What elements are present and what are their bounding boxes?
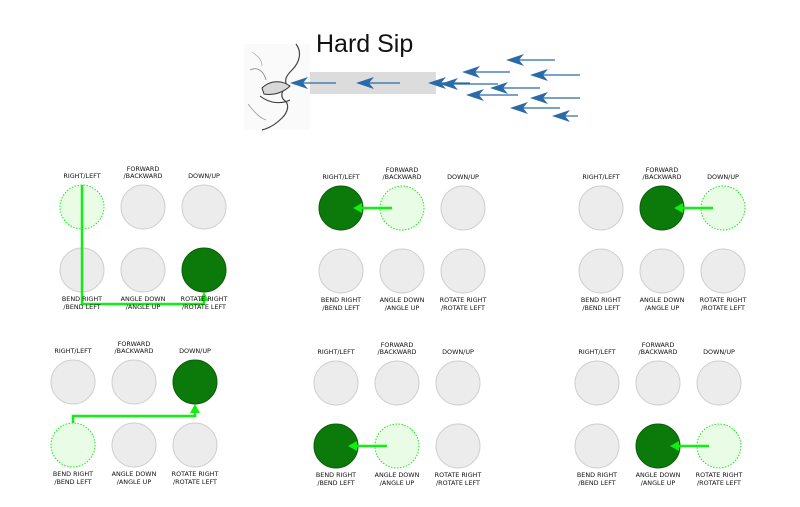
airflow-arrows	[290, 54, 580, 122]
airflow-arrow	[530, 92, 580, 104]
mode-button-label: DOWN/UP	[707, 173, 739, 182]
mode-button-label: FORWARD /BACKWARD	[123, 164, 163, 181]
airflow-arrow	[462, 66, 510, 78]
transition-arrow	[71, 404, 200, 423]
airflow-arrow	[552, 110, 578, 122]
mode-panel-6	[574, 360, 742, 469]
mode-button-down-up-idle	[181, 184, 227, 230]
transition-arrow	[353, 203, 392, 213]
mode-button-label: ROTATE RIGHT /ROTATE LEFT	[695, 471, 743, 487]
mode-button-label: ANGLE DOWN /ANGLE UP	[379, 296, 425, 312]
airflow-arrow	[466, 89, 518, 101]
mode-button-label: FORWARD /BACKWARD	[382, 165, 422, 182]
mode-button-label: ANGLE DOWN /ANGLE UP	[635, 471, 681, 487]
airflow-arrow	[490, 82, 540, 94]
mode-button-bend-idle	[574, 423, 620, 469]
mode-button-angle-idle	[120, 247, 166, 293]
mode-button-label: DOWN/UP	[179, 347, 211, 356]
mode-button-label: DOWN/UP	[188, 172, 220, 181]
mode-button-label: RIGHT/LEFT	[578, 348, 616, 357]
airflow-arrow	[506, 54, 555, 66]
mode-button-label: FORWARD /BACKWARD	[377, 340, 417, 357]
mode-button-label: BEND RIGHT /BEND LEFT	[576, 471, 618, 487]
mode-panel-5	[313, 360, 481, 469]
mode-button-label: DOWN/UP	[442, 348, 474, 357]
mode-button-rotate-idle	[700, 248, 746, 294]
mode-button-label: BEND RIGHT /BEND LEFT	[61, 295, 103, 311]
mode-button-label: ROTATE RIGHT /ROTATE LEFT	[699, 296, 747, 312]
mode-button-forward-backward-target	[379, 185, 425, 231]
mode-button-label: BEND RIGHT /BEND LEFT	[315, 471, 357, 487]
mode-button-bend-target	[50, 422, 96, 468]
mode-panel-2	[318, 185, 486, 294]
mode-button-label: FORWARD /BACKWARD	[114, 339, 154, 356]
mode-button-down-up-idle	[696, 360, 742, 406]
mode-button-forward-backward-idle	[120, 184, 166, 230]
mode-panel-1	[59, 184, 227, 306]
mode-button-label: ANGLE DOWN /ANGLE UP	[120, 295, 166, 311]
mode-button-right-left-idle	[313, 360, 359, 406]
mode-button-rotate-idle	[172, 422, 218, 468]
mode-button-rotate-active	[181, 247, 227, 293]
airflow-arrow	[510, 102, 560, 114]
face-profile-sketch	[244, 43, 310, 131]
mode-button-forward-backward-idle	[111, 359, 157, 405]
airflow-arrow	[290, 77, 336, 89]
mode-button-label: ANGLE DOWN /ANGLE UP	[639, 296, 685, 312]
mode-button-right-left-idle	[50, 359, 96, 405]
mode-button-label: ROTATE RIGHT /ROTATE LEFT	[180, 295, 228, 311]
mode-button-label: RIGHT/LEFT	[63, 172, 101, 181]
transition-arrow	[674, 203, 713, 213]
mode-panel-3	[578, 185, 746, 294]
mode-button-label: FORWARD /BACKWARD	[638, 340, 678, 357]
mode-button-down-up-idle	[440, 185, 486, 231]
transition-arrow	[670, 441, 709, 451]
mode-button-right-left-idle	[574, 360, 620, 406]
mode-button-label: RIGHT/LEFT	[322, 173, 360, 182]
mode-button-label: BEND RIGHT /BEND LEFT	[580, 296, 622, 312]
mode-button-angle-target	[374, 423, 420, 469]
diagram-title: Hard Sip	[316, 30, 414, 58]
airflow-arrow	[356, 77, 400, 89]
mode-button-bend-idle	[318, 248, 364, 294]
mode-button-label: BEND RIGHT /BEND LEFT	[320, 296, 362, 312]
mode-button-label: ROTATE RIGHT /ROTATE LEFT	[171, 470, 219, 486]
mode-button-down-up-target	[700, 185, 746, 231]
mode-button-label: RIGHT/LEFT	[54, 347, 92, 356]
mode-button-right-left-idle	[578, 185, 624, 231]
mode-button-angle-idle	[639, 248, 685, 294]
mode-button-rotate-target	[696, 423, 742, 469]
mode-button-rotate-idle	[435, 423, 481, 469]
mode-button-label: ROTATE RIGHT /ROTATE LEFT	[434, 471, 482, 487]
mode-button-bend-idle	[578, 248, 624, 294]
mode-button-rotate-idle	[440, 248, 486, 294]
mode-button-label: BEND RIGHT /BEND LEFT	[52, 470, 94, 486]
mode-button-down-up-idle	[435, 360, 481, 406]
airflow-arrow	[440, 78, 498, 90]
mode-button-label: RIGHT/LEFT	[582, 173, 620, 182]
mode-button-angle-idle	[379, 248, 425, 294]
mode-button-label: DOWN/UP	[703, 348, 735, 357]
mode-button-label: DOWN/UP	[447, 173, 479, 182]
mode-button-label: FORWARD /BACKWARD	[642, 165, 682, 182]
transition-arrow	[348, 441, 387, 451]
mode-button-label: ROTATE RIGHT /ROTATE LEFT	[439, 296, 487, 312]
mode-button-label: RIGHT/LEFT	[317, 348, 355, 357]
mode-button-forward-backward-idle	[635, 360, 681, 406]
mode-button-label: ANGLE DOWN /ANGLE UP	[374, 471, 420, 487]
airflow-arrow	[530, 69, 580, 81]
mode-panel-4	[50, 359, 218, 468]
mode-button-label: ANGLE DOWN /ANGLE UP	[111, 470, 157, 486]
transition-arrow	[80, 185, 209, 306]
mode-button-down-up-active	[172, 359, 218, 405]
mode-button-forward-backward-idle	[374, 360, 420, 406]
mode-button-angle-idle	[111, 422, 157, 468]
